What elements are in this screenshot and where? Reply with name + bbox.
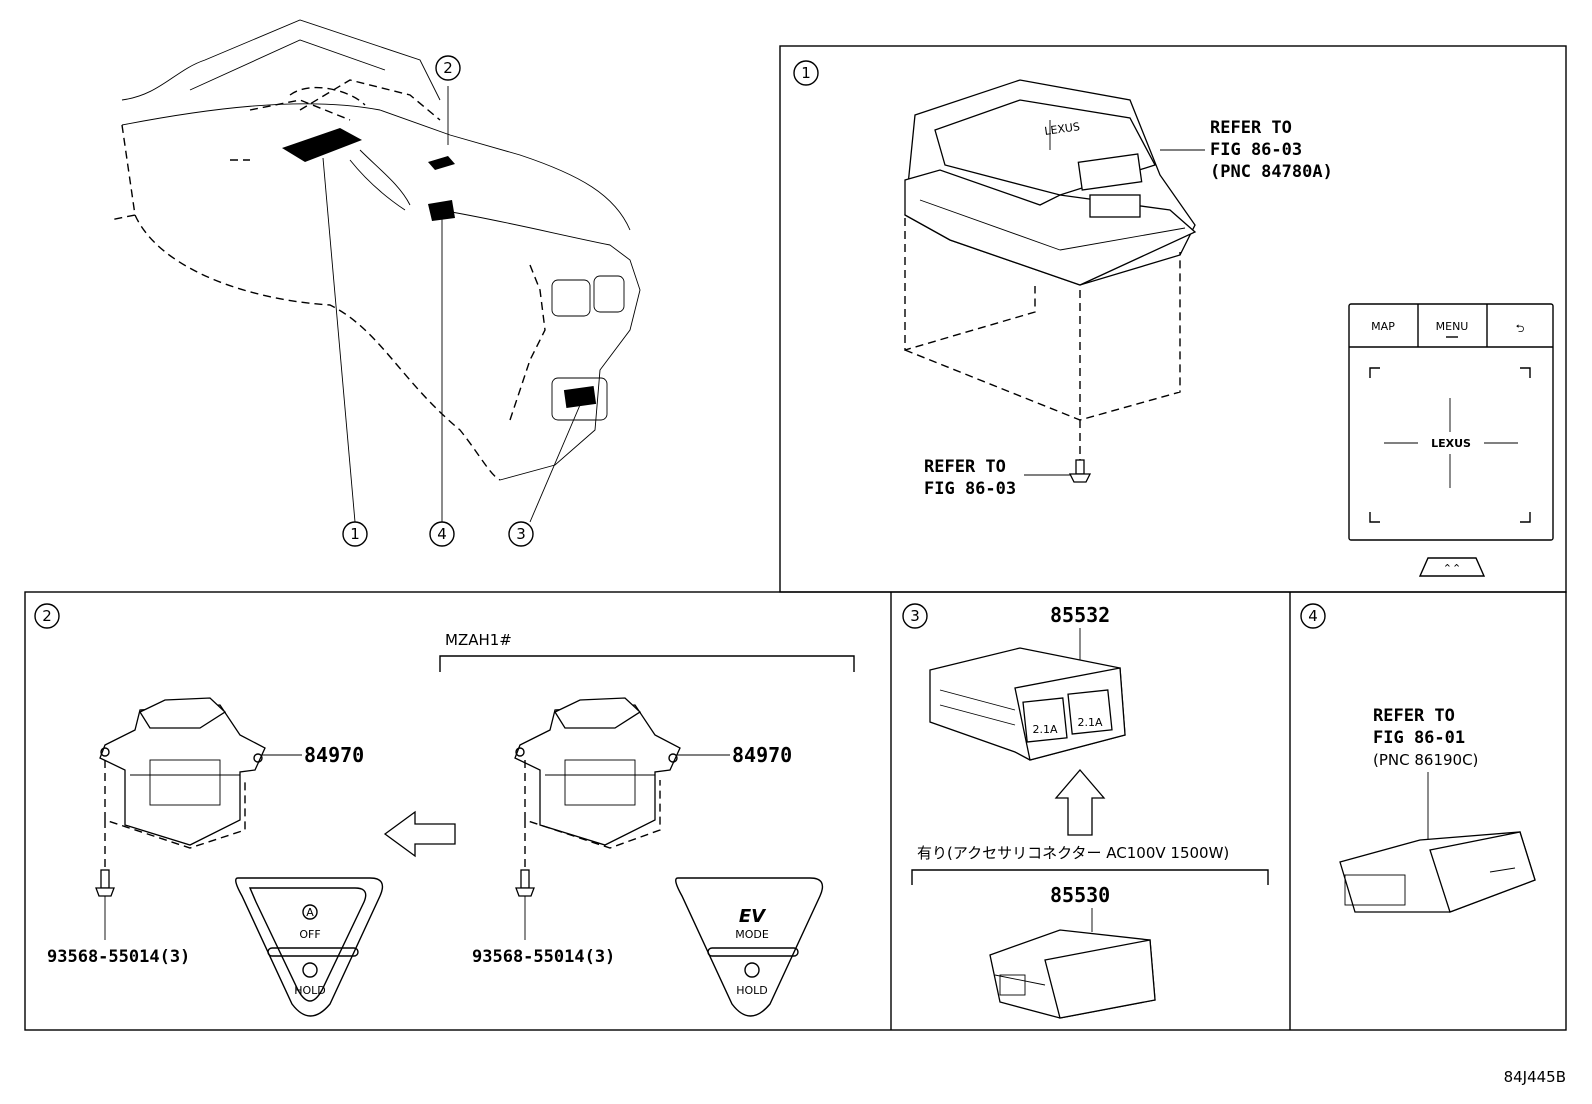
switch4-drawing	[1339, 831, 1536, 913]
svg-text:MODE: MODE	[735, 928, 769, 941]
refer4-line2: FIG 86-01	[1373, 728, 1465, 748]
condition-bracket	[911, 869, 1269, 885]
refer-top-line1: REFER TO	[1210, 118, 1292, 138]
variant-label: MZAH1#	[445, 631, 512, 649]
screw-left-pn: 93568-55014(3)	[47, 947, 190, 967]
part-84970-right: 84970	[732, 743, 792, 767]
variant-bracket	[439, 655, 855, 672]
left-screw	[95, 869, 115, 940]
mount-dash-2	[904, 252, 1181, 421]
refer4-line3: (PNC 86190C)	[1373, 751, 1478, 769]
refer-bottom-line2: FIG 86-03	[924, 479, 1016, 499]
condition-label: 有り(アクセサリコネクター AC100V 1500W)	[917, 844, 1229, 862]
switch-right-face: EV MODE HOLD	[675, 877, 824, 1017]
screw-1	[1068, 459, 1092, 483]
svg-text:3: 3	[516, 525, 526, 543]
panel1-id: 1	[793, 60, 819, 86]
btn-up: ⌃⌃	[1443, 562, 1461, 575]
bottom-frame	[24, 591, 1567, 1031]
diagram-code: 84J445B	[1504, 1068, 1566, 1086]
svg-text:OFF: OFF	[299, 928, 320, 941]
callout-2: 2	[435, 55, 461, 81]
mount-dash-1	[904, 218, 1036, 351]
screw-right-pn: 93568-55014(3)	[472, 947, 615, 967]
refer-top-line2: FIG 86-03	[1210, 140, 1302, 160]
svg-text:2: 2	[42, 607, 52, 625]
svg-text:2.1A: 2.1A	[1077, 716, 1102, 729]
touchpad-unit-drawing: LEXUS	[904, 79, 1197, 286]
part-85532: 85532	[1050, 603, 1110, 627]
svg-text:1: 1	[801, 64, 811, 82]
change-arrow	[383, 810, 456, 858]
svg-text:4: 4	[437, 525, 447, 543]
svg-text:3: 3	[910, 607, 920, 625]
right-screw	[515, 869, 535, 940]
switch-left-drawing	[99, 697, 266, 849]
lexus-logo: LEXUS	[1431, 437, 1471, 450]
switch-left-face: A OFF HOLD	[235, 877, 384, 1017]
btn-menu: MENU	[1436, 320, 1469, 333]
svg-text:HOLD: HOLD	[736, 984, 768, 997]
part-85530: 85530	[1050, 883, 1110, 907]
btn-map: MAP	[1371, 320, 1395, 333]
btn-back: ⮌	[1516, 322, 1525, 335]
refer4-line1: REFER TO	[1373, 706, 1455, 726]
svg-text:2.1A: 2.1A	[1032, 723, 1057, 736]
svg-text:HOLD: HOLD	[294, 984, 326, 997]
svg-text:A: A	[306, 906, 314, 919]
usb-charger-drawing: 2.1A 2.1A	[929, 647, 1126, 761]
panel4-id: 4	[1300, 603, 1326, 629]
panel2-id: 2	[34, 603, 60, 629]
remote-touchpad-face: MAP MENU ⮌ LEXUS ⌃⌃	[1348, 303, 1554, 577]
panel3-id: 3	[902, 603, 928, 629]
refer-bottom-line1: REFER TO	[924, 457, 1006, 477]
svg-text:4: 4	[1308, 607, 1318, 625]
console-illustration	[109, 19, 641, 523]
up-arrow	[1054, 769, 1106, 836]
callout-1: 1	[342, 521, 368, 547]
part-84970-left: 84970	[304, 743, 364, 767]
refer-top-line3: (PNC 84780A)	[1210, 162, 1333, 182]
ac-outlet-drawing	[989, 929, 1156, 1019]
switch-right-drawing	[514, 697, 681, 849]
svg-text:1: 1	[350, 525, 360, 543]
callout-3: 3	[508, 521, 534, 547]
panel1-frame	[779, 45, 1567, 593]
svg-text:EV: EV	[739, 906, 767, 927]
svg-text:2: 2	[443, 59, 453, 77]
callout-4: 4	[429, 521, 455, 547]
svg-text:LEXUS: LEXUS	[1044, 120, 1081, 138]
